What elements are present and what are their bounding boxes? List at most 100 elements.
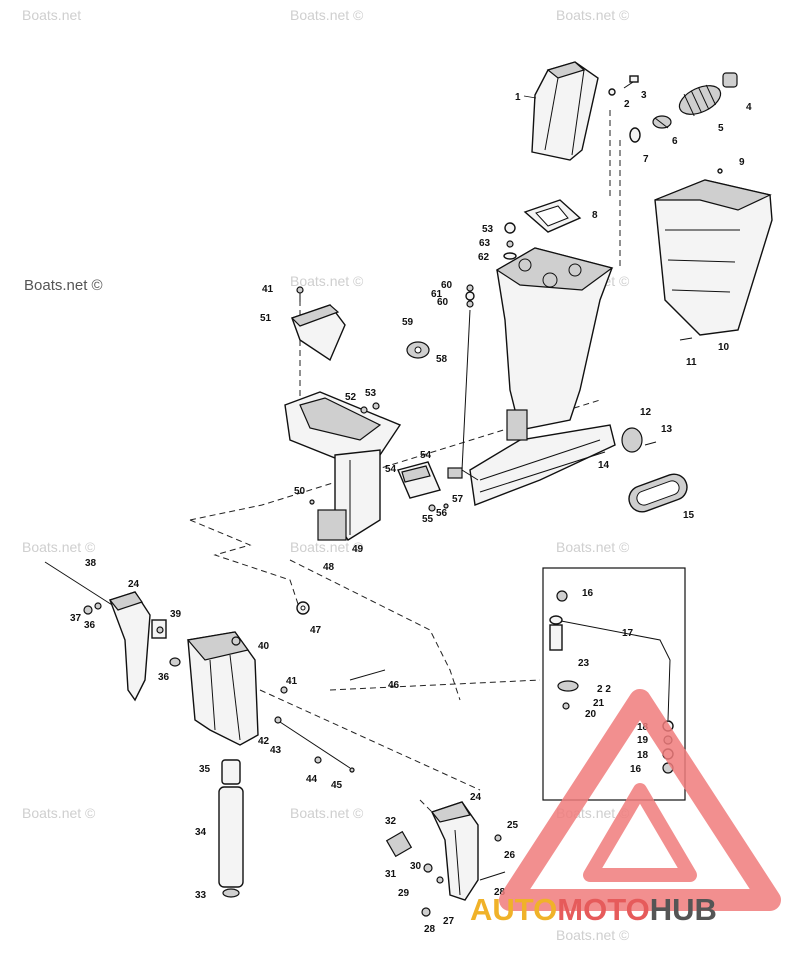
part-label: 42 xyxy=(258,736,270,747)
assembly-lines xyxy=(189,110,621,851)
part-label: 52 xyxy=(345,392,357,403)
logo-part-hub: HUB xyxy=(650,892,717,927)
part-label: 62 xyxy=(478,252,490,263)
part-label: 49 xyxy=(352,544,364,555)
cowl-panel xyxy=(654,168,773,341)
part-label: 17 xyxy=(622,628,634,639)
part-label: 24 xyxy=(470,792,482,803)
watermark: Boats.net © xyxy=(556,539,630,555)
logo-part-moto: MOTO xyxy=(557,892,649,927)
part-label: 36 xyxy=(84,620,96,631)
part-label: 10 xyxy=(718,342,730,353)
part-label: 56 xyxy=(436,508,448,519)
adapter-plate xyxy=(284,391,402,541)
part-label: 41 xyxy=(286,676,298,687)
part-label: 11 xyxy=(686,357,697,368)
part-label: 8 xyxy=(592,210,598,221)
part-label: 55 xyxy=(422,514,434,525)
watermark: Boats.net © xyxy=(22,539,96,555)
part-label: 50 xyxy=(294,486,306,497)
part-label: 3 xyxy=(641,90,647,101)
part-label: 59 xyxy=(402,317,414,328)
part-label: 38 xyxy=(85,558,97,569)
mount-part xyxy=(309,461,449,512)
part-label: 35 xyxy=(199,764,211,775)
part-label: 18 xyxy=(637,750,649,761)
watermark: Boats.net © xyxy=(290,539,364,555)
part-label: 36 xyxy=(158,672,170,683)
part-label: 58 xyxy=(436,354,448,365)
part-label: 28 xyxy=(494,887,506,898)
part-label: 28 xyxy=(424,924,436,935)
part-label: 25 xyxy=(507,820,519,831)
part-label: 15 xyxy=(683,510,695,521)
part-label: 45 xyxy=(331,780,343,791)
shift-boot-parts xyxy=(608,72,738,143)
part-label: 1 xyxy=(515,92,521,103)
part-label: 33 xyxy=(195,890,207,901)
part-label: 20 xyxy=(585,709,597,720)
logo-part-auto: AUTO xyxy=(470,892,557,927)
logo-text: AUTOMOTOHUB xyxy=(470,892,717,927)
part-label: 27 xyxy=(443,916,455,927)
part-label: 57 xyxy=(452,494,464,505)
clamp-bracket xyxy=(186,601,310,746)
part-label: 14 xyxy=(598,460,610,471)
left-swivel-bracket xyxy=(44,561,181,702)
part-label: 2 2 xyxy=(597,684,611,695)
hardware-upper xyxy=(296,222,517,359)
part-label: 40 xyxy=(258,641,270,652)
part-label: 7 xyxy=(643,154,649,165)
watermark: Boats.net © xyxy=(556,927,630,943)
watermark-main: Boats.net © xyxy=(24,277,103,294)
part-label: 44 xyxy=(306,774,318,785)
part-label: 26 xyxy=(504,850,516,861)
shift-rod xyxy=(447,309,479,481)
part-label: 4 xyxy=(746,102,752,113)
part-label: 47 xyxy=(310,625,322,636)
bracket-part xyxy=(290,304,346,362)
part-label: 48 xyxy=(323,562,335,573)
part-label: 6 xyxy=(672,136,678,147)
part-label: 41 xyxy=(262,284,274,295)
part-number-labels: 1 2 3 4 5 6 7 8 9 10 11 12 13 14 15 16 1… xyxy=(70,90,752,935)
part-label: 63 xyxy=(479,238,491,249)
part-label: 5 xyxy=(718,123,724,134)
part-label: 51 xyxy=(260,313,272,324)
part-label: 21 xyxy=(593,698,605,709)
exhaust-tube-part xyxy=(523,61,599,161)
watermark-layer: Boats.net Boats.net © Boats.net © Boats.… xyxy=(22,7,630,943)
automotohub-logo: AUTOMOTOHUB xyxy=(470,689,781,927)
part-label: 24 xyxy=(128,579,140,590)
part-label: 60 xyxy=(441,280,453,291)
part-label: 13 xyxy=(661,424,673,435)
part-label: 32 xyxy=(385,816,397,827)
part-label: 12 xyxy=(640,407,652,418)
part-label: 16 xyxy=(630,764,642,775)
part-label: 54 xyxy=(385,464,397,475)
part-label: 23 xyxy=(578,658,590,669)
watermark: Boats.net xyxy=(22,7,81,23)
part-label: 18 xyxy=(637,722,649,733)
part-label: 43 xyxy=(270,745,282,756)
watermark: Boats.net © xyxy=(290,7,364,23)
part-label: 16 xyxy=(582,588,594,599)
part-label: 31 xyxy=(385,869,397,880)
part-label: 34 xyxy=(195,827,207,838)
part-label: 2 xyxy=(624,99,630,110)
part-label: 39 xyxy=(170,609,182,620)
part-label: 60 xyxy=(437,297,449,308)
watermark: Boats.net © xyxy=(22,805,96,821)
steering-link-box xyxy=(542,567,686,801)
grommet-seal xyxy=(621,427,688,513)
watermark: Boats.net © xyxy=(556,7,630,23)
part-label: 37 xyxy=(70,613,82,624)
tilt-tube xyxy=(218,759,244,898)
part-label: 54 xyxy=(420,450,432,461)
gasket-part xyxy=(523,199,582,233)
part-label: 9 xyxy=(739,157,745,168)
part-label: 53 xyxy=(365,388,377,399)
thru-bolt xyxy=(274,669,386,773)
